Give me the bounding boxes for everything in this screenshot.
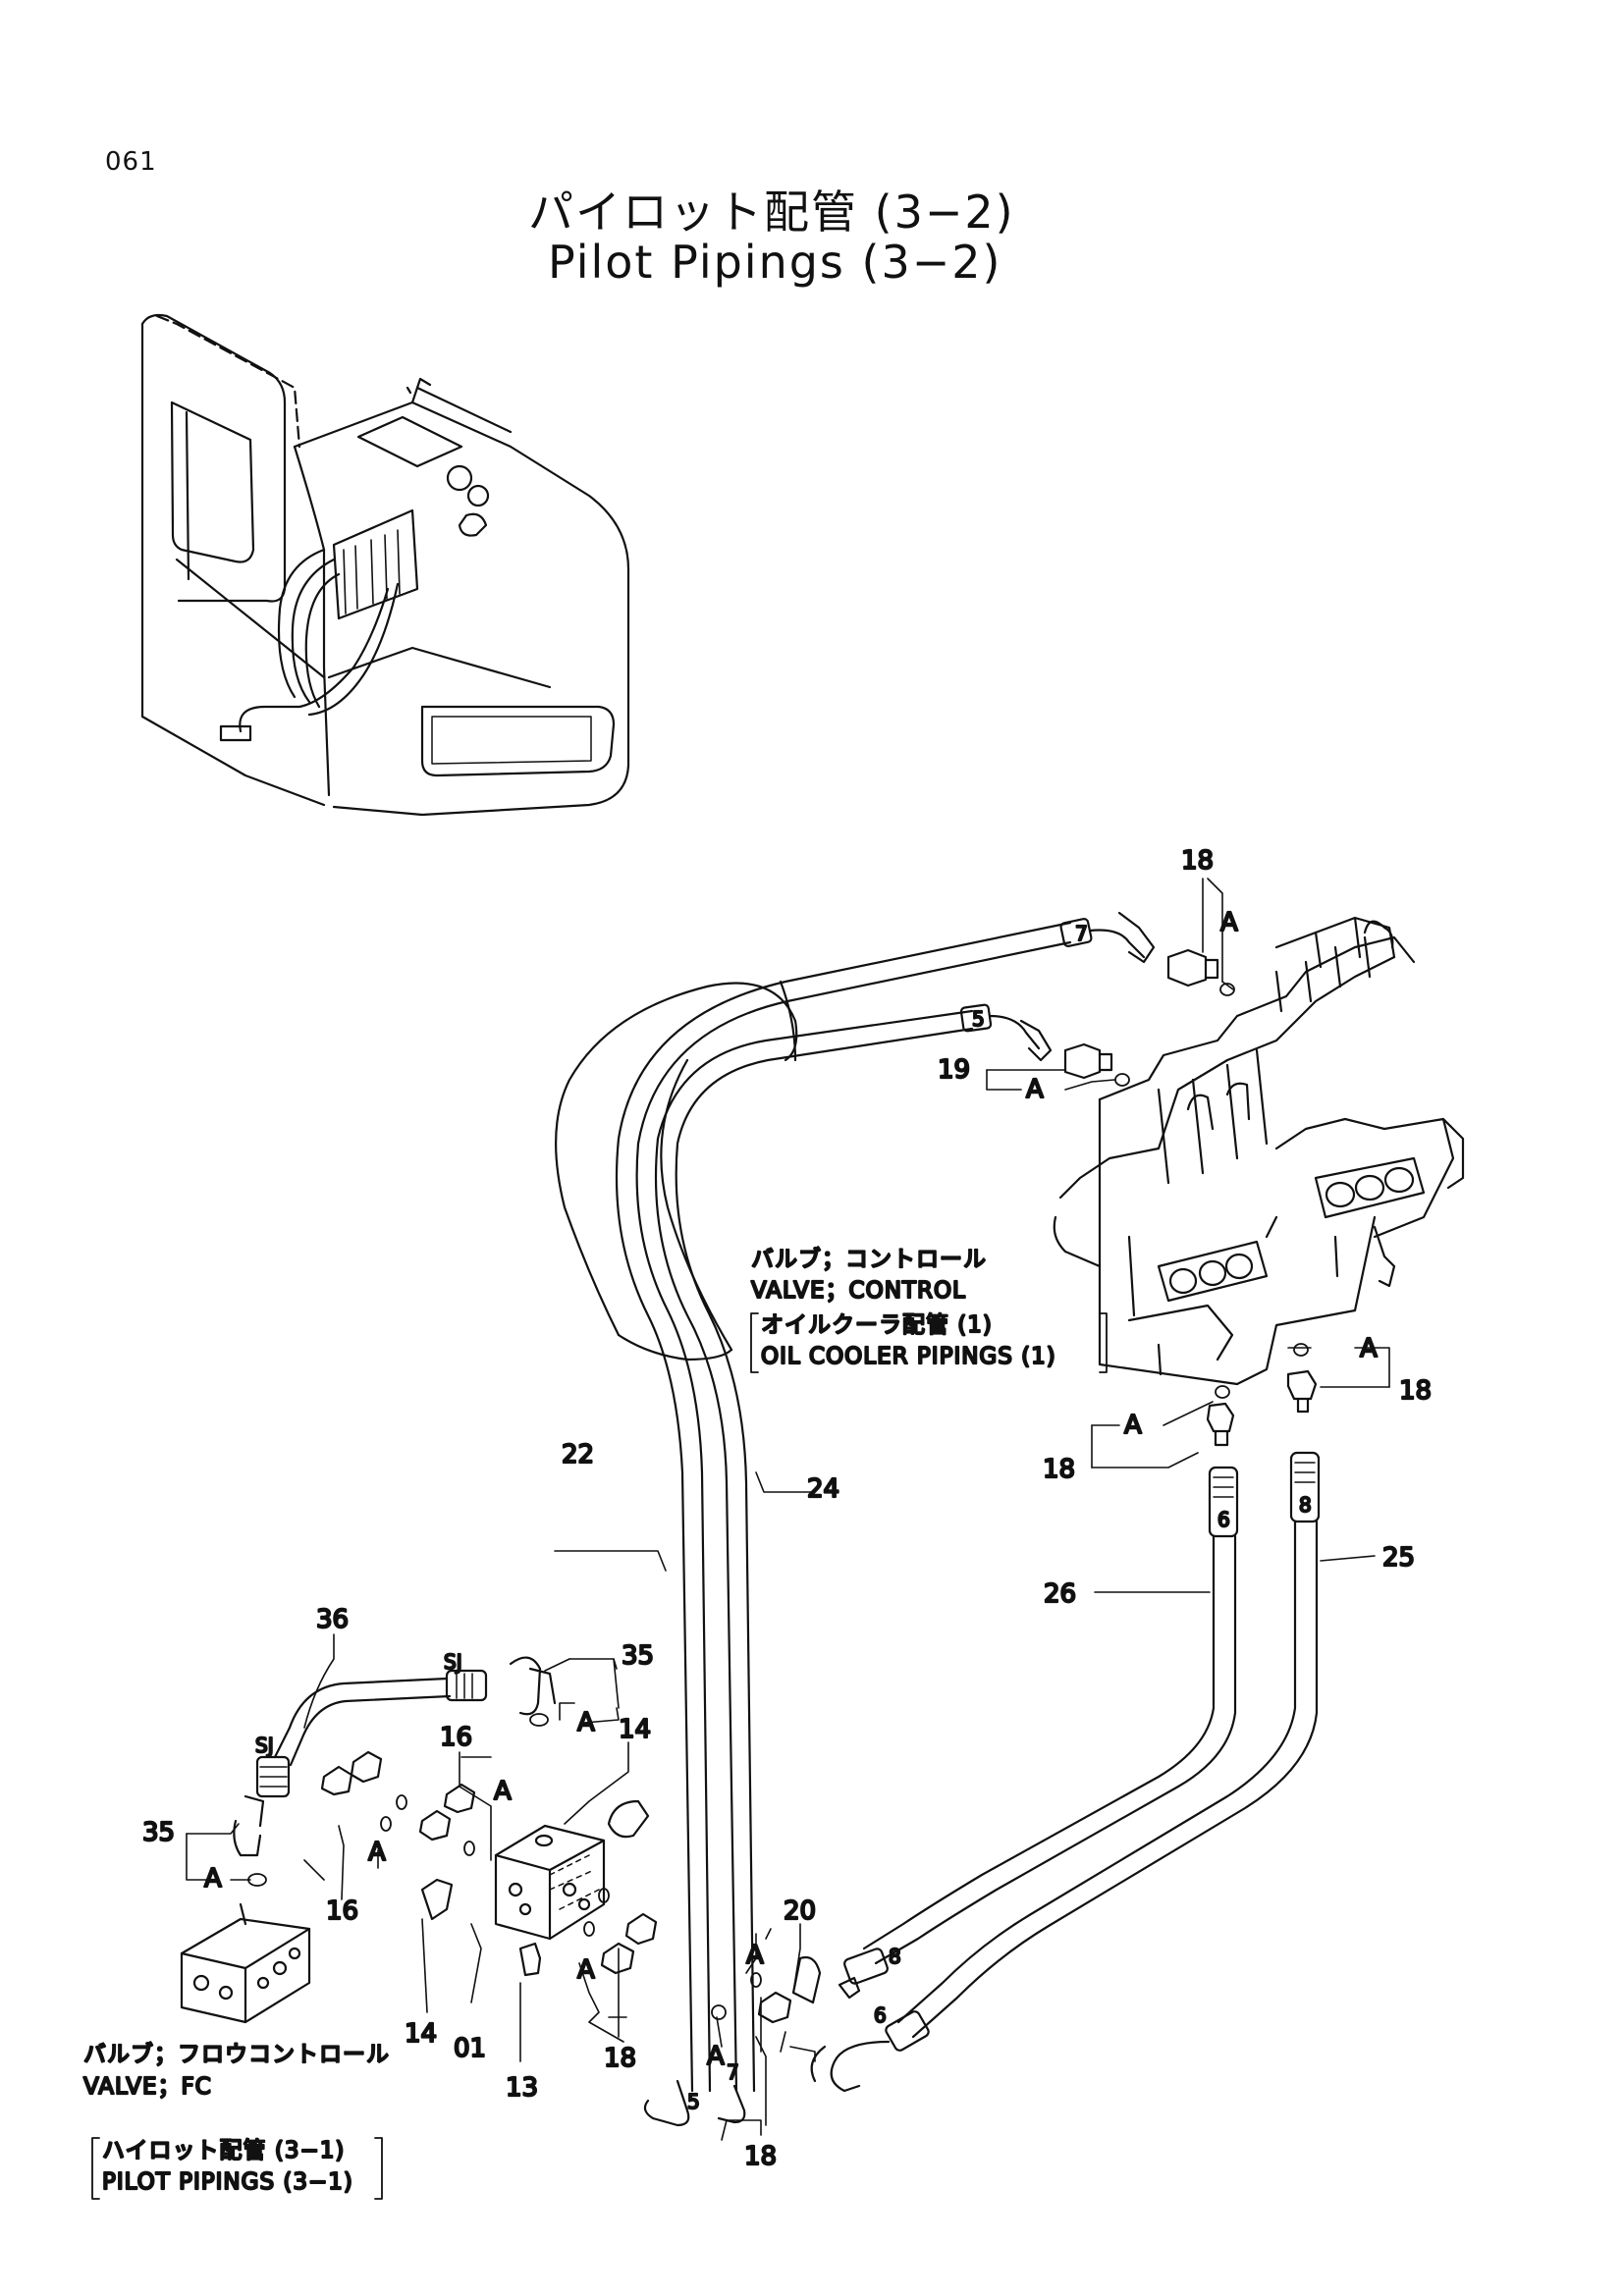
o-ring-marker: A	[494, 1777, 512, 1806]
fc-valve-name-en: VALVE；FC	[83, 2074, 212, 2100]
callout-18-right: 18	[1399, 1376, 1432, 1406]
o-ring-marker: A	[1026, 1075, 1044, 1104]
hose-mark-sj: SJ	[444, 1650, 462, 1674]
callout-26: 26	[1044, 1579, 1076, 1609]
o-ring-marker: A	[1220, 908, 1238, 937]
leader-lines	[186, 878, 1390, 2141]
hose-mark-7: 7	[1075, 922, 1088, 945]
hose-mark-6: 6	[874, 2003, 887, 2027]
callouts: 18 19 18 18 22 24 25 26 36 35 35 16 16 1…	[141, 845, 1433, 2172]
callout-18-middle: 18	[1043, 1455, 1075, 1484]
o-ring-marker: A	[746, 1941, 764, 1970]
callout-18-lower-right: 18	[744, 2142, 777, 2171]
control-valve-reference-jp: オイルクーラ配管 (1)	[761, 1312, 993, 1338]
pilot-hoses	[555, 911, 1156, 2127]
callout-14-upper: 14	[619, 1715, 651, 1744]
hose-mark-6: 6	[1217, 1508, 1230, 1531]
o-ring-marker: A	[204, 1864, 222, 1894]
callout-01: 01	[454, 2034, 486, 2063]
hoses-25-26	[810, 1451, 1321, 2093]
fc-valve-name-jp: バルブ；フロウコントロール	[83, 2042, 390, 2067]
callout-35-lower: 35	[142, 1818, 175, 1847]
hose-mark-sj: SJ	[255, 1734, 274, 1757]
callout-16-upper: 16	[440, 1723, 472, 1752]
callout-20: 20	[784, 1896, 816, 1926]
callout-35-upper: 35	[622, 1641, 654, 1671]
o-ring-marker: A	[707, 2042, 725, 2071]
callout-14-lower: 14	[405, 2019, 437, 2049]
control-valve-illustration	[1053, 916, 1465, 1386]
callout-22: 22	[562, 1440, 594, 1469]
o-ring-markers: A A A A A A A A A A A	[203, 907, 1379, 2072]
o-ring-marker: A	[368, 1838, 386, 1867]
callout-36: 36	[316, 1605, 349, 1634]
callout-19: 19	[938, 1055, 970, 1085]
page-number: 061	[105, 147, 157, 177]
o-ring-marker: A	[577, 1708, 595, 1737]
hose-mark-5: 5	[972, 1007, 985, 1031]
callout-24: 24	[807, 1474, 839, 1504]
machine-overview-illustration	[140, 313, 630, 817]
fc-valve-reference-jp: ハイロット配管 (3−1)	[102, 2138, 345, 2163]
control-valve-reference-en: OIL COOLER PIPINGS (1)	[761, 1344, 1056, 1369]
hose-36	[233, 1656, 557, 1857]
hose-mark-8: 8	[1299, 1493, 1312, 1517]
hose-mark-7: 7	[727, 2060, 739, 2084]
callout-25: 25	[1382, 1543, 1415, 1573]
callout-18-upper: 18	[1181, 846, 1214, 876]
page-title-english: Pilot Pipings (3−2)	[548, 236, 1002, 289]
fc-valve-reference-en: PILOT PIPINGS (3−1)	[102, 2169, 353, 2195]
page-title-japanese: パイロット配管 (3−2)	[528, 186, 1015, 239]
hose-end-marks: 7 5 6 8 5 7 8 6 SJ SJ	[254, 921, 1313, 2114]
hose-mark-5: 5	[687, 2090, 700, 2113]
fc-valve-note: バルブ；フロウコントロール VALVE；FC ハイロット配管 (3−1) PIL…	[82, 2041, 390, 2196]
pilot-block-illustration	[494, 1824, 606, 1941]
control-valve-name-en: VALVE；CONTROL	[751, 1278, 966, 1304]
callout-13: 13	[506, 2073, 538, 2103]
note-brackets	[91, 1312, 1108, 2200]
hose-mark-8: 8	[889, 1945, 901, 1968]
control-valve-name-jp: バルブ；コントロール	[751, 1247, 987, 1272]
fc-valve-illustration	[180, 1902, 311, 2024]
callout-18-lower-left: 18	[604, 2044, 636, 2073]
callout-16-lower: 16	[326, 1896, 358, 1926]
adapter-fittings	[320, 948, 1318, 2024]
o-rings	[247, 983, 1309, 2020]
control-valve-note: バルブ；コントロール VALVE；CONTROL オイルクーラ配管 (1) OI…	[750, 1246, 1056, 1370]
o-ring-marker: A	[1124, 1411, 1142, 1440]
o-ring-marker: A	[1360, 1334, 1378, 1363]
o-ring-marker: A	[577, 1955, 595, 1985]
